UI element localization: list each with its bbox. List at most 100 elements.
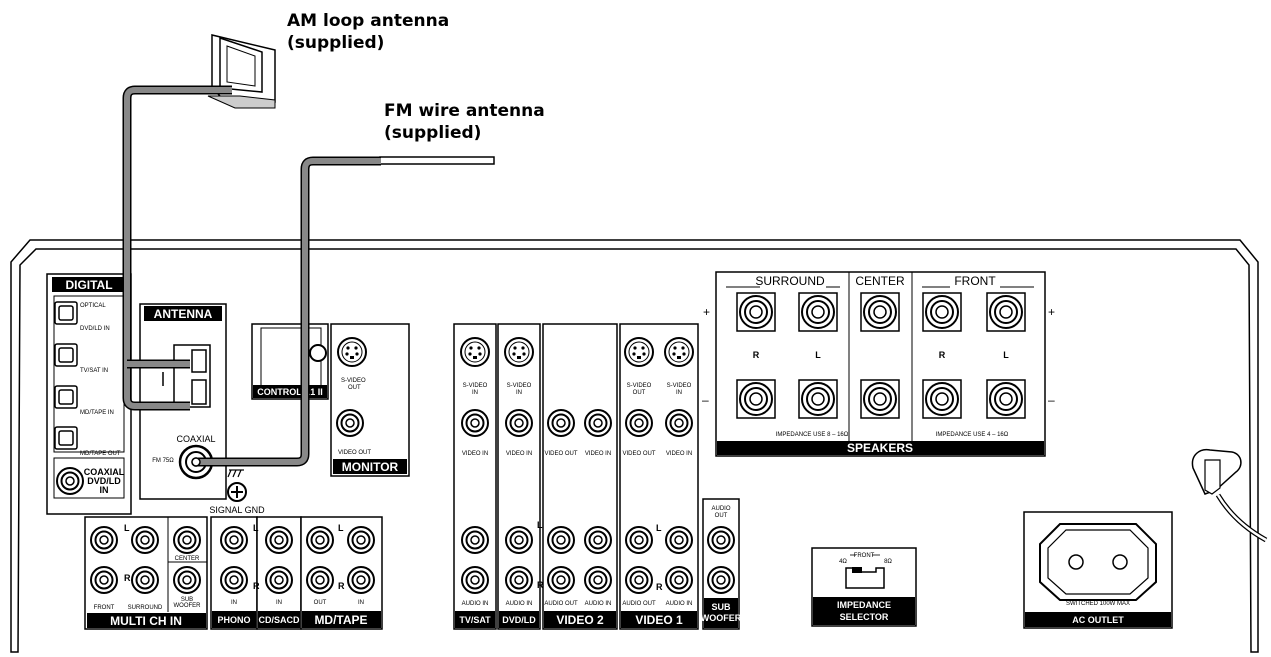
monitor-svideo-out[interactable]: [337, 337, 367, 367]
optical-label-mdtape-in: MD/TAPE IN: [80, 410, 114, 416]
svg-text:FRONT: FRONT: [954, 274, 996, 288]
speaker-surround-r-minus[interactable]: [736, 379, 776, 419]
svg-text:IN: IN: [358, 600, 364, 606]
optical-port-dvdld[interactable]: [54, 301, 78, 325]
am-antenna-callout: AM loop antenna (supplied): [287, 11, 450, 53]
speaker-center-plus[interactable]: [860, 292, 900, 332]
optical-port-tvsat[interactable]: [54, 343, 78, 367]
video1-video-in[interactable]: [665, 409, 693, 437]
svg-text:SURROUND: SURROUND: [128, 605, 163, 611]
coaxial-digital-jack[interactable]: [56, 467, 84, 495]
svg-text:IMPEDANCE USE 4 – 16Ω: IMPEDANCE USE 4 – 16Ω: [936, 432, 1009, 438]
am-antenna-cable: [122, 85, 232, 411]
video2-audio-out-r[interactable]: [547, 566, 575, 594]
phono-l[interactable]: [220, 526, 248, 554]
svg-text:IMPEDANCE USE 8 – 16Ω: IMPEDANCE USE 8 – 16Ω: [776, 432, 849, 438]
speaker-surround-r-plus[interactable]: [736, 292, 776, 332]
multi-ch-in-title: MULTI CH IN: [110, 614, 182, 628]
video1-audio-out-r[interactable]: [625, 566, 653, 594]
mdtape-out-r[interactable]: [306, 566, 334, 594]
svg-text:IN: IN: [276, 600, 282, 606]
video2-audio-in-r[interactable]: [584, 566, 612, 594]
video1-video-out[interactable]: [625, 409, 653, 437]
video2-video-out[interactable]: [547, 409, 575, 437]
video1-audio-in-r[interactable]: [665, 566, 693, 594]
subwoofer-out-1[interactable]: [707, 526, 735, 554]
video2-video-in[interactable]: [584, 409, 612, 437]
control-a1-jack[interactable]: [309, 344, 327, 362]
video2-audio-in-l[interactable]: [584, 526, 612, 554]
multich-front-r[interactable]: [90, 566, 118, 594]
svg-text:–: –: [1048, 393, 1055, 407]
svg-text:+: +: [1048, 305, 1055, 319]
signal-gnd-label: SIGNAL GND: [209, 505, 265, 515]
optical-port-mdtape-out[interactable]: [54, 426, 78, 450]
video1-audio-out-l[interactable]: [625, 526, 653, 554]
multich-front-l[interactable]: [90, 526, 118, 554]
mdtape-out-l[interactable]: [306, 526, 334, 554]
mdtape-in-r[interactable]: [347, 566, 375, 594]
control-a1-label: CONTROL A1 II: [257, 387, 323, 397]
video1-svideo-in[interactable]: [664, 337, 694, 367]
cdsacd-l[interactable]: [265, 526, 293, 554]
tvsat-video-in[interactable]: [461, 409, 489, 437]
svg-text:AUDIO IN: AUDIO IN: [666, 601, 693, 607]
dvdld-audio-r[interactable]: [505, 566, 533, 594]
speaker-surround-l-plus[interactable]: [798, 292, 838, 332]
dvdld-svideo-in[interactable]: [504, 337, 534, 367]
monitor-video-out[interactable]: [336, 409, 364, 437]
video1-svideo-out[interactable]: [624, 337, 654, 367]
am-terminal-lower[interactable]: [191, 379, 207, 405]
speaker-front-r-minus[interactable]: [922, 379, 962, 419]
coaxial-label: COAXIAL: [176, 434, 215, 444]
tvsat-title: TV/SAT: [459, 615, 491, 625]
subwoofer-out-2[interactable]: [707, 566, 735, 594]
multich-subwoofer[interactable]: [173, 566, 201, 594]
video1-audio-in-l[interactable]: [665, 526, 693, 554]
tvsat-svideo-in[interactable]: [460, 337, 490, 367]
ac-outlet-section: SWITCHED 100W MAX AC OUTLET: [1023, 511, 1173, 629]
speaker-surround-l-minus[interactable]: [798, 379, 838, 419]
svg-text:8Ω: 8Ω: [884, 559, 892, 565]
multich-surround-l[interactable]: [131, 526, 159, 554]
phono-title: PHONO: [217, 615, 250, 625]
digital-title: DIGITAL: [65, 278, 112, 292]
am-terminal-upper[interactable]: [191, 349, 207, 373]
multich-surround-r[interactable]: [131, 566, 159, 594]
dvdld-video-in[interactable]: [505, 409, 533, 437]
tvsat-audio-r[interactable]: [461, 566, 489, 594]
optical-port-mdtape-in[interactable]: [54, 385, 78, 409]
speaker-center-minus[interactable]: [860, 379, 900, 419]
svg-text:VIDEO IN: VIDEO IN: [585, 451, 611, 457]
svg-text:AUDIO OUT: AUDIO OUT: [622, 601, 656, 607]
fm-wire-antenna-icon: [379, 156, 495, 165]
dvdld-title: DVD/LD: [502, 615, 536, 625]
svg-text:L: L: [253, 523, 259, 533]
dvdld-audio-l[interactable]: [505, 526, 533, 554]
svg-text:L: L: [656, 523, 662, 533]
svg-text:VIDEO OUT: VIDEO OUT: [622, 451, 655, 457]
svg-text:L: L: [537, 520, 543, 530]
mdtape-in-l[interactable]: [347, 526, 375, 554]
tvsat-audio-l[interactable]: [461, 526, 489, 554]
impedance-switch[interactable]: [845, 567, 885, 589]
svg-text:OUT: OUT: [314, 600, 327, 606]
video2-audio-out-l[interactable]: [547, 526, 575, 554]
signal-gnd-terminal[interactable]: [227, 469, 247, 502]
multich-center[interactable]: [173, 526, 201, 554]
phono-r[interactable]: [220, 566, 248, 594]
svg-text:VIDEO OUT: VIDEO OUT: [544, 451, 577, 457]
antenna-title: ANTENNA: [154, 307, 213, 321]
speaker-front-l-minus[interactable]: [986, 379, 1026, 419]
speaker-front-r-plus[interactable]: [922, 292, 962, 332]
speaker-front-l-plus[interactable]: [986, 292, 1026, 332]
cdsacd-r[interactable]: [265, 566, 293, 594]
